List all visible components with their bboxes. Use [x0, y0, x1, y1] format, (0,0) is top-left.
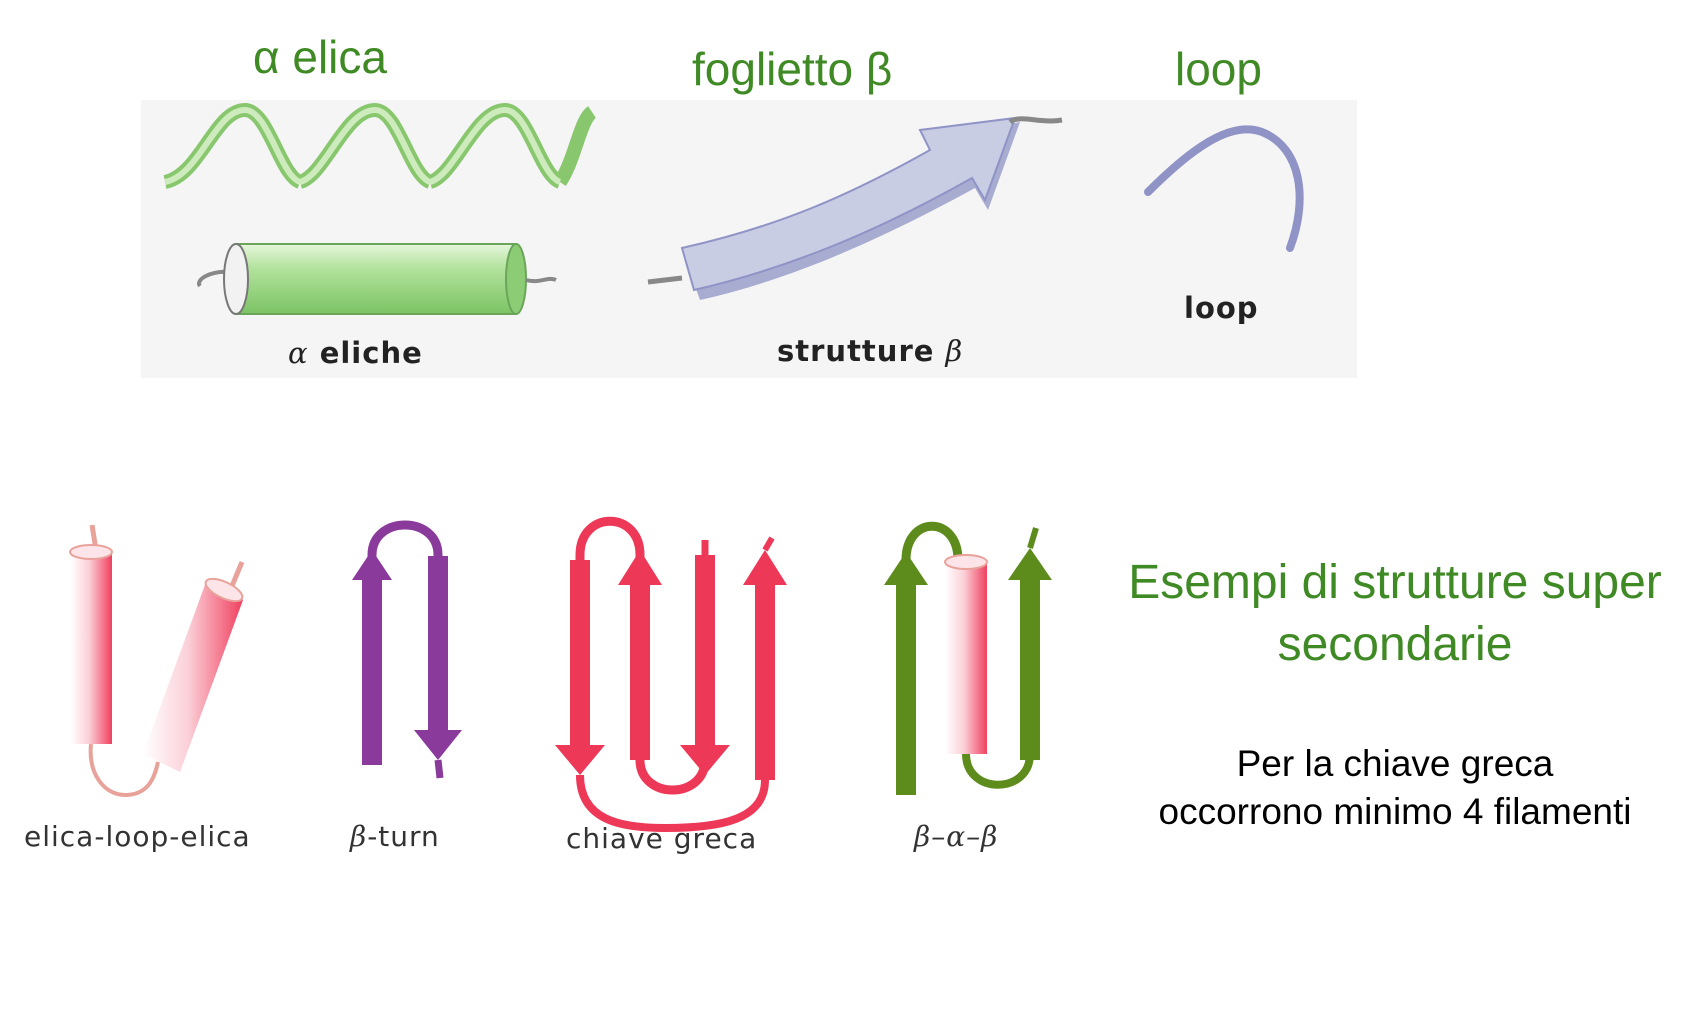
beta-strand-arrow — [647, 116, 1063, 300]
beta-word: strutture — [777, 334, 935, 368]
alpha-helix-ribbon — [162, 102, 597, 189]
beta-alpha-beta-label: β–α–β — [914, 820, 999, 853]
beta-turn-motif — [352, 520, 462, 779]
supersecondary-heading: Esempi di strutture super secondarie — [1100, 552, 1690, 676]
alpha-helix-cylinder — [197, 243, 557, 315]
beta-turn-symbol: β — [350, 820, 368, 853]
beta-sheet-title: foglietto β — [692, 43, 893, 95]
loop-curve — [1144, 125, 1304, 252]
helix-loop-helix-motif — [69, 524, 245, 798]
alpha-helices-label: α eliche — [288, 336, 423, 370]
greek-key-label: chiave greca — [566, 822, 758, 855]
helix-loop-helix-label: elica-loop-elica — [24, 820, 251, 853]
beta-structures-label: strutture β — [777, 334, 963, 368]
greek-key-motif — [555, 516, 787, 833]
beta-alpha-beta-motif — [884, 521, 1052, 795]
alpha-word: eliche — [319, 336, 423, 370]
beta-turn-word: -turn — [367, 820, 440, 853]
note-line-2: occorrono minimo 4 filamenti — [1158, 791, 1632, 832]
alpha-symbol: α — [288, 336, 309, 370]
beta-turn-label: β-turn — [350, 820, 440, 853]
heading-line-1: Esempi di strutture super — [1128, 556, 1662, 609]
greek-key-note: Per la chiave greca occorrono minimo 4 f… — [1100, 740, 1690, 836]
alpha-helix-title: α elica — [253, 31, 387, 83]
heading-line-2: secondarie — [1277, 618, 1513, 671]
note-line-1: Per la chiave greca — [1236, 743, 1554, 784]
beta-symbol: β — [945, 334, 964, 368]
loop-title: loop — [1175, 43, 1262, 95]
loop-label: loop — [1184, 291, 1259, 325]
